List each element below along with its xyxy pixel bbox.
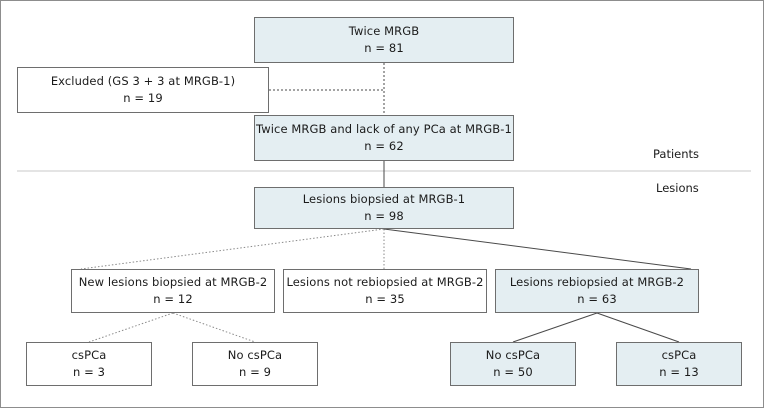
- node-twice-mrgb-count: n = 81: [364, 41, 404, 55]
- node-no-pca-count: n = 62: [364, 139, 404, 153]
- node-new-no-cspca-count: n = 9: [238, 365, 272, 379]
- node-not-rebiopsied-label: Lesions not rebiopsied at MRGB-2: [286, 275, 484, 290]
- node-rebiopsied: Lesions rebiopsied at MRGB-2 n = 63: [495, 269, 699, 313]
- node-excluded: Excluded (GS 3 + 3 at MRGB-1) n = 19: [17, 67, 269, 113]
- node-twice-mrgb-label: Twice MRGB: [348, 24, 420, 39]
- node-no-pca-label: Twice MRGB and lack of any PCa at MRGB-1: [256, 122, 512, 137]
- node-lesions-biopsied-label: Lesions biopsied at MRGB-1: [302, 192, 466, 207]
- node-no-pca: Twice MRGB and lack of any PCa at MRGB-1…: [254, 115, 514, 161]
- node-new-cspca-count: n = 3: [72, 365, 106, 379]
- section-label-lesions: Lesions: [656, 181, 699, 195]
- node-new-lesions: New lesions biopsied at MRGB-2 n = 12: [71, 269, 275, 313]
- node-new-no-cspca-label: No csPCa: [227, 348, 283, 363]
- connector-new-to-nocspca: [172, 312, 256, 343]
- node-rebx-no-cspca-count: n = 50: [493, 365, 533, 379]
- node-rebx-cspca: csPCa n = 13: [616, 342, 742, 386]
- node-lesions-biopsied: Lesions biopsied at MRGB-1 n = 98: [254, 187, 514, 229]
- section-label-patients: Patients: [653, 147, 700, 161]
- connector-rebx-to-cspca: [596, 312, 680, 343]
- node-not-rebiopsied-count: n = 35: [365, 292, 405, 306]
- node-rebx-no-cspca: No csPCa n = 50: [450, 342, 576, 386]
- node-not-rebiopsied: Lesions not rebiopsied at MRGB-2 n = 35: [283, 269, 487, 313]
- connector-rebx-to-nocspca: [512, 312, 598, 343]
- node-rebx-no-cspca-label: No csPCa: [485, 348, 541, 363]
- node-new-cspca: csPCa n = 3: [26, 342, 152, 386]
- node-rebiopsied-count: n = 63: [577, 292, 617, 306]
- connector-lesions-to-new: [80, 228, 385, 270]
- node-rebx-cspca-count: n = 13: [659, 365, 699, 379]
- node-new-lesions-label: New lesions biopsied at MRGB-2: [78, 275, 268, 290]
- node-excluded-label: Excluded (GS 3 + 3 at MRGB-1): [50, 74, 236, 89]
- node-rebiopsied-label: Lesions rebiopsied at MRGB-2: [509, 275, 685, 290]
- node-twice-mrgb: Twice MRGB n = 81: [254, 17, 514, 63]
- connector-lesions-to-rebx: [383, 228, 692, 270]
- node-new-no-cspca: No csPCa n = 9: [192, 342, 318, 386]
- node-lesions-biopsied-count: n = 98: [364, 209, 404, 223]
- node-new-lesions-count: n = 12: [153, 292, 193, 306]
- node-new-cspca-label: csPCa: [71, 348, 107, 363]
- node-rebx-cspca-label: csPCa: [661, 348, 697, 363]
- connector-new-to-cspca: [88, 312, 174, 343]
- node-excluded-count: n = 19: [123, 91, 163, 105]
